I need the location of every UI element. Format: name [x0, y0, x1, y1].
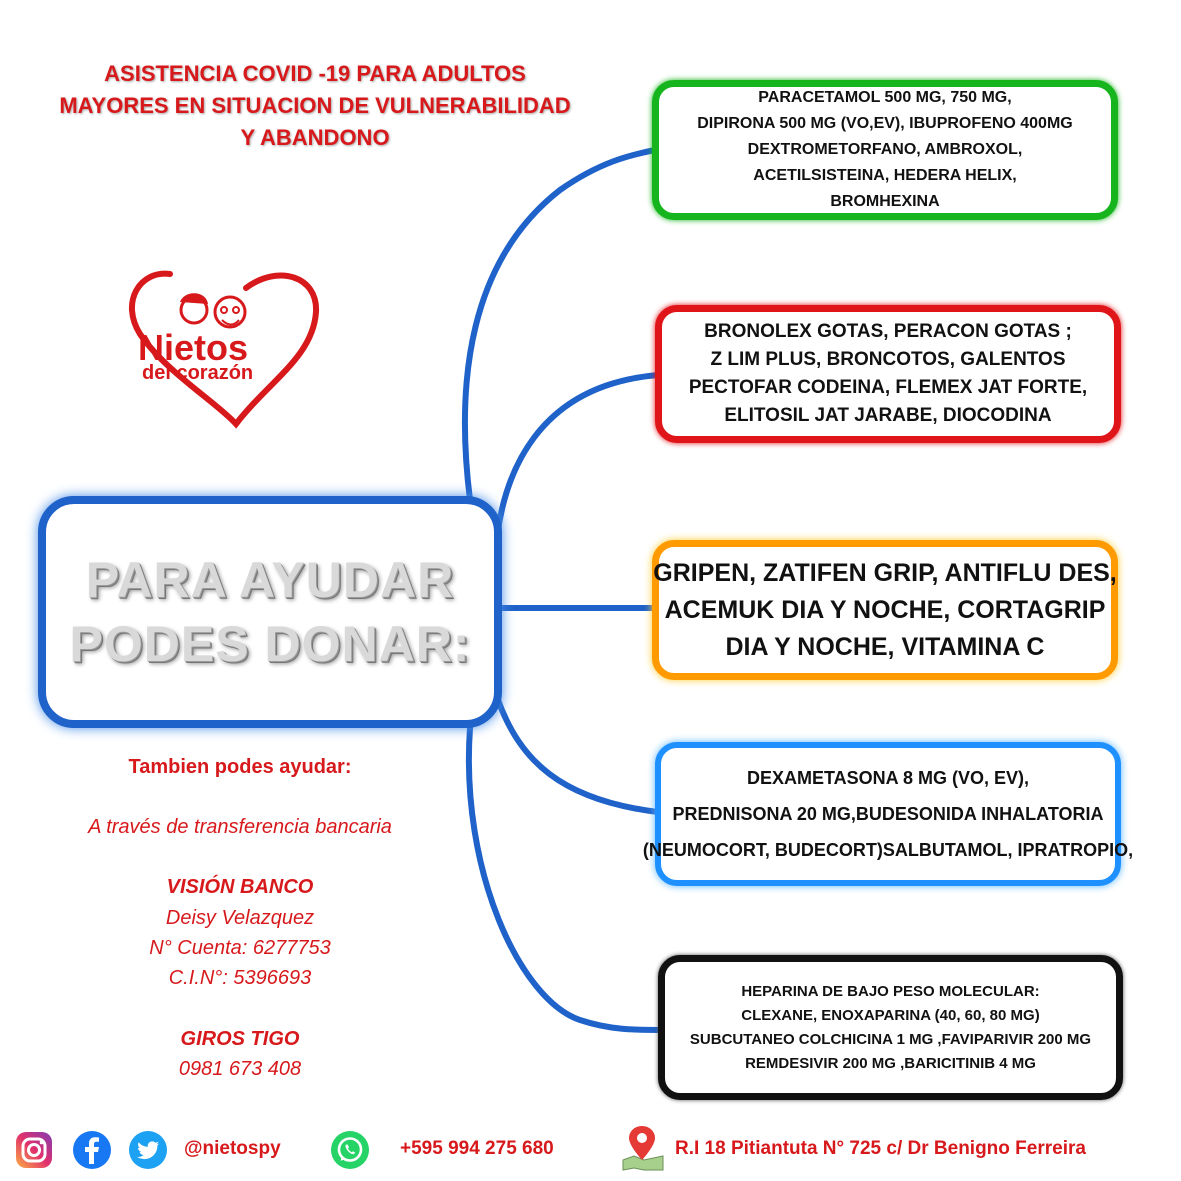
giros-phone: 0981 673 408: [178, 1058, 302, 1080]
social-handle[interactable]: @nietospy: [184, 1138, 281, 1159]
account-number: N° Cuenta: 6277753: [149, 937, 331, 959]
address-text: R.I 18 Pitiantuta N° 725 c/ Dr Benigno F…: [675, 1138, 1086, 1159]
medicine-box-blue: DEXAMETASONA 8 MG (VO, EV), PREDNISONA 2…: [643, 742, 1133, 886]
logo-subtitle: del corazón: [142, 362, 254, 384]
giros-title: GIROS TIGO: [180, 1028, 300, 1050]
connector-red: [492, 372, 661, 563]
medicine-box-black: HEPARINA DE BAJO PESO MOLECULAR: CLEXANE…: [658, 955, 1123, 1100]
box-orange-line: DIA Y NOCHE, VITAMINA C: [725, 632, 1045, 661]
box-red-line: ELITOSIL JAT JARABE, DIOCODINA: [724, 405, 1052, 426]
title-line-2: MAYORES EN SITUACION DE VULNERABILIDAD: [59, 93, 571, 118]
box-blue-line: (NEUMOCORT, BUDECORT)SALBUTAMOL, IPRATRO…: [642, 840, 1134, 860]
box-green-line: BROMHEXINA: [830, 193, 940, 210]
twitter-icon[interactable]: [128, 1130, 168, 1170]
box-orange-line: GRIPEN, ZATIFEN GRIP, ANTIFLU DES,: [653, 558, 1117, 587]
box-red-line: BRONOLEX GOTAS, PERACON GOTAS ;: [704, 321, 1072, 342]
page-title: ASISTENCIA COVID -19 PARA ADULTOS MAYORE…: [30, 58, 600, 154]
id-number: C.I.N°: 5396693: [168, 967, 312, 989]
box-black-line: HEPARINA DE BAJO PESO MOLECULAR:: [741, 982, 1040, 1000]
connector-black: [465, 725, 665, 1033]
medicine-box-red: BRONOLEX GOTAS, PERACON GOTAS ; Z LIM PL…: [655, 305, 1121, 443]
box-green-line: ACETILSISTEINA, HEDERA HELIX,: [753, 167, 1017, 184]
whatsapp-icon[interactable]: [330, 1130, 370, 1170]
donate-method: A través de transferencia bancaria: [88, 816, 392, 838]
map-pin-icon: [622, 1126, 664, 1171]
instagram-icon[interactable]: [14, 1130, 54, 1170]
facebook-icon[interactable]: [72, 1130, 112, 1170]
connector-green: [461, 147, 658, 503]
box-black-line: SUBCUTANEO COLCHICINA 1 MG ,FAVIPARIVIR …: [689, 1030, 1092, 1048]
box-red-line: PECTOFAR CODEINA, FLEMEX JAT FORTE,: [688, 377, 1088, 398]
bank-name: VISIÓN BANCO: [166, 876, 314, 898]
grandchild-face-icon: [179, 293, 209, 325]
center-donate-box: PARA AYUDAR PODES DONAR:: [38, 496, 502, 728]
account-holder: Deisy Velazquez: [165, 907, 315, 929]
medicine-box-orange: GRIPEN, ZATIFEN GRIP, ANTIFLU DES, ACEMU…: [652, 540, 1118, 680]
box-black-line: REMDESIVIR 200 MG ,BARICITINIB 4 MG: [745, 1054, 1036, 1072]
whatsapp-number[interactable]: +595 994 275 680: [400, 1138, 554, 1159]
title-line-3: Y ABANDONO: [240, 125, 390, 150]
box-red-line: Z LIM PLUS, BRONCOTOS, GALENTOS: [710, 349, 1066, 370]
box-blue-line: DEXAMETASONA 8 MG (VO, EV),: [746, 768, 1030, 788]
center-line-1: PARA AYUDAR: [85, 552, 455, 608]
donate-heading: Tambien podes ayudar:: [128, 756, 352, 778]
box-orange-line: ACEMUK DIA Y NOCHE, CORTAGRIP: [664, 595, 1106, 624]
connector-blue: [495, 697, 661, 815]
box-green-line: DIPIRONA 500 MG (VO,EV), IBUPROFENO 400M…: [697, 115, 1073, 132]
logo-title: Nietos: [138, 327, 249, 368]
medicine-box-green: PARACETAMOL 500 MG, 750 MG, DIPIRONA 500…: [652, 80, 1118, 220]
box-blue-line: PREDNISONA 20 MG,BUDESONIDA INHALATORIA: [672, 804, 1104, 824]
title-line-1: ASISTENCIA COVID -19 PARA ADULTOS: [104, 61, 526, 86]
heart-logo-icon: [128, 270, 320, 429]
box-green-line: PARACETAMOL 500 MG, 750 MG,: [758, 89, 1012, 106]
box-black-line: CLEXANE, ENOXAPARINA (40, 60, 80 MG): [741, 1006, 1040, 1024]
center-line-2: PODES DONAR:: [69, 616, 471, 672]
grandparent-face-icon: [213, 295, 247, 329]
box-green-line: DEXTROMETORFANO, AMBROXOL,: [747, 141, 1023, 158]
